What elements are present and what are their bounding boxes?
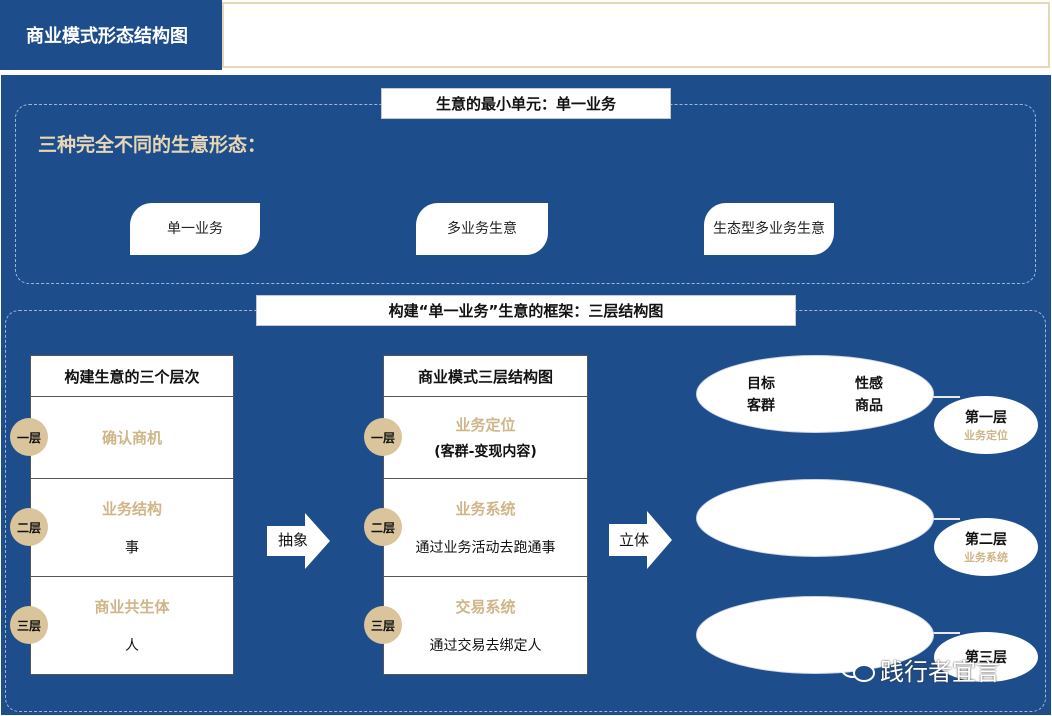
form-single-business: 单一业务 [130, 203, 260, 255]
layer-badge-3: 三层 [364, 606, 402, 644]
table-row: 业务定位 (客群-变现内容) [384, 397, 587, 479]
attractive-product-label: 性感 商品 [855, 376, 883, 414]
row-sub: 通过交易去绑定人 [429, 638, 542, 654]
row-sub: 人 [125, 638, 139, 654]
layer-badge-2: 二层 [364, 508, 402, 546]
title-bar-blank [222, 2, 1050, 68]
stereo-label: 立体 [618, 531, 649, 549]
watermark: 践行者宜言 [838, 652, 1000, 686]
layer-badge-2: 二层 [10, 508, 48, 546]
form-ecosystem-business: 生态型多业务生意 [704, 203, 834, 255]
abstract-arrow-icon [267, 513, 330, 569]
layer-badge-1: 一层 [364, 418, 402, 456]
row-title: 商业共生体 [94, 598, 170, 616]
form-multi-business: 多业务生意 [416, 203, 548, 255]
table-row: 交易系统 通过交易去绑定人 [384, 577, 587, 674]
connector-line [930, 632, 960, 634]
layer3-badge: 第三层 [934, 632, 1038, 682]
table-row: 确认商机 [31, 397, 233, 479]
business-system-ellipse [696, 479, 934, 557]
layer1-badge: 第一层 业务定位 [934, 396, 1038, 454]
watermark-text: 践行者宜言 [880, 657, 1000, 686]
abstract-label: 抽象 [277, 531, 308, 549]
layer2-badge: 第二层 业务系统 [934, 518, 1038, 576]
table-row: 业务结构 事 [31, 479, 233, 577]
table-row: 业务系统 通过业务活动去跑通事 [384, 479, 587, 577]
wechat-icon [840, 656, 875, 682]
row-title: 业务结构 [101, 500, 162, 518]
page-title: 商业模式形态结构图 [0, 0, 222, 70]
levels-table: 构建生意的三个层次 确认商机 业务结构 事 商业共生体 人 [30, 355, 234, 675]
row-title: 业务定位 [455, 416, 516, 434]
section1-banner: 生意的最小单元：单一业务 [381, 88, 671, 119]
row-title: 业务系统 [455, 500, 516, 518]
target-customer-label: 目标 客群 [747, 376, 775, 414]
stereo-arrow-icon [609, 511, 672, 569]
connector-line [930, 396, 960, 398]
forms-heading: 三种完全不同的生意形态： [38, 134, 267, 156]
section2-banner: 构建“单一业务”生意的框架：三层结构图 [256, 295, 796, 326]
row-title: 交易系统 [455, 598, 516, 616]
row-title: 确认商机 [101, 429, 162, 447]
levels-table-header: 构建生意的三个层次 [31, 356, 233, 397]
table-row: 商业共生体 人 [31, 577, 233, 674]
business-model-table: 商业模式三层结构图 业务定位 (客群-变现内容) 业务系统 通过业务活动去跑通事… [383, 355, 588, 675]
layer-badge-1: 一层 [10, 418, 48, 456]
row-sub: 通过业务活动去跑通事 [415, 540, 556, 556]
transaction-system-ellipse [696, 596, 934, 674]
business-model-table-header: 商业模式三层结构图 [384, 356, 587, 397]
layer-badge-3: 三层 [10, 606, 48, 644]
row-sub: 事 [125, 540, 139, 556]
connector-line [930, 518, 960, 520]
positioning-ellipse: 目标 客群 性感 商品 [696, 355, 934, 433]
row-sub: (客群-变现内容) [434, 444, 537, 460]
